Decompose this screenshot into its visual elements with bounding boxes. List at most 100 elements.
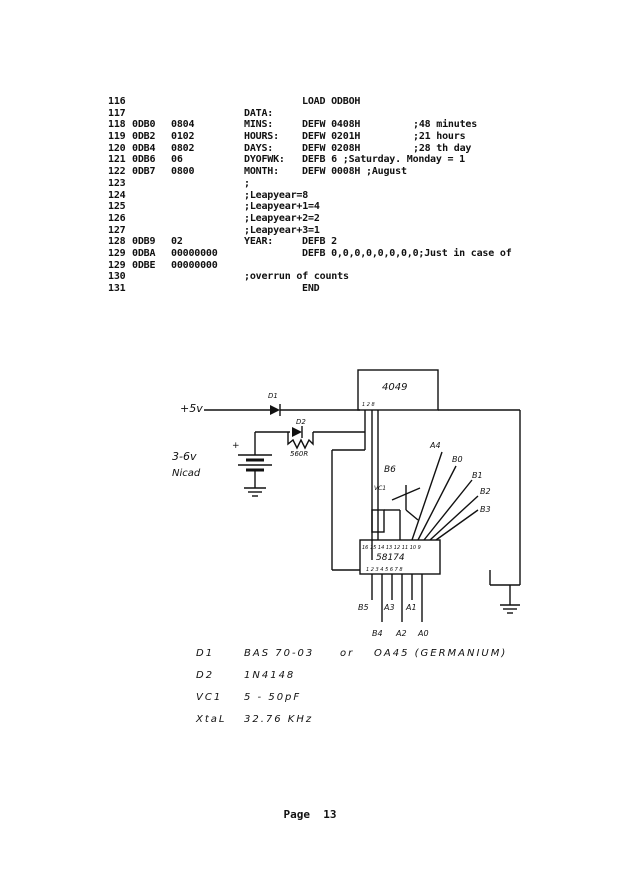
line-number: 122: [108, 166, 126, 178]
instruction: DEFB 6 ;Saturday. Monday = 1: [302, 154, 465, 166]
label: YEAR:: [244, 236, 274, 248]
line-number: 116: [108, 96, 126, 107]
part-alt-or: or: [340, 648, 355, 659]
listing-row: 123;: [108, 178, 588, 190]
bus-label: B0: [452, 455, 463, 464]
hex-bytes: 0804: [171, 119, 195, 131]
line-number: 119: [108, 131, 126, 143]
line-number: 129: [108, 247, 126, 259]
line-number: 126: [108, 212, 126, 224]
ic-58174-lower-pins: 1 2 3 4 5 6 7 8: [366, 567, 403, 573]
diode-d1: [270, 405, 280, 415]
line-number: 117: [108, 107, 126, 119]
line-number: 118: [108, 119, 126, 131]
instruction: LOAD ODBOH: [302, 96, 361, 107]
hex-bytes: 0802: [171, 142, 195, 154]
line-number: 130: [108, 271, 126, 283]
address: 0DB9: [132, 236, 156, 248]
battery-plus-label: +: [232, 441, 240, 451]
bus-line-a4: [411, 451, 443, 541]
label: DYOFWK:: [244, 154, 285, 166]
resistor-560r: [287, 432, 314, 450]
part-value: BAS 70-03: [244, 648, 315, 659]
line-number: 131: [108, 283, 126, 294]
instruction: DEFW 0008H ;August: [302, 166, 407, 178]
label: MONTH:: [244, 166, 279, 178]
ic-4049-pins: 1 2 8: [362, 402, 375, 408]
part-ref: VC1: [196, 692, 223, 703]
label: DATA:: [244, 107, 274, 119]
ic-58174-label: 58174: [376, 553, 405, 563]
bus-label: B5: [358, 603, 369, 612]
line-number: 127: [108, 224, 126, 236]
listing-row: 127 ;Leapyear+3=1: [108, 225, 588, 237]
d1-label: D1: [268, 392, 278, 400]
chip-wire: [405, 509, 419, 521]
address: 0DB2: [132, 131, 156, 143]
bus-label: B1: [472, 471, 483, 480]
label: ;Leapyear=8: [244, 189, 309, 201]
instruction: DEFW 0408H: [302, 119, 361, 131]
instruction: DEFB 0,0,0,0,0,0,0,0;Just in case of: [302, 247, 512, 259]
vc1-label: VC1: [374, 485, 386, 492]
instruction: DEFW 0208H: [302, 142, 361, 154]
hex-bytes: 00000000: [171, 247, 218, 259]
part-value: 1N4148: [244, 670, 296, 681]
hex-bytes: 06: [171, 154, 183, 166]
listing-row: 130 ;overrun of counts: [108, 271, 588, 283]
hex-bytes: 00000000: [171, 259, 218, 271]
line-number: 125: [108, 201, 126, 213]
label: ;overrun of counts: [244, 271, 349, 283]
comment: ;48 minutes: [413, 119, 478, 131]
d2-label: D2: [296, 418, 306, 426]
ic-4049-label: 4049: [382, 382, 407, 393]
address: 0DB7: [132, 166, 156, 178]
bus-line-b3: [435, 509, 479, 541]
label: HOURS:: [244, 131, 279, 143]
line-number: 120: [108, 142, 126, 154]
hex-bytes: 0800: [171, 166, 195, 178]
bus-line-b1: [423, 479, 473, 541]
ic-4049: [357, 369, 439, 411]
bus-label: A3: [383, 603, 395, 612]
listing-row: 131 END: [108, 283, 588, 295]
listing-row: 124 ;Leapyear=8: [108, 190, 588, 202]
bus-label: A0: [417, 629, 429, 638]
page-label: Page: [283, 808, 311, 821]
line-number: 121: [108, 154, 126, 166]
bus-line-b0: [417, 465, 457, 541]
battery-type-label: Nicad: [172, 468, 201, 479]
instruction: END: [302, 283, 320, 294]
bus-label: A1: [405, 603, 417, 612]
part-ref: XtaL: [196, 714, 227, 725]
resistor-label: 560R: [290, 450, 308, 458]
hex-bytes: 0102: [171, 131, 195, 143]
part-alt-value: OA45 (GERMANIUM): [374, 648, 508, 659]
line-number: 124: [108, 189, 126, 201]
label: ;Leapyear+1=4: [244, 201, 320, 213]
listing-row: 116 LOAD ODBOH: [108, 96, 588, 108]
comment: ;21 hours: [413, 131, 466, 143]
address: 0DB0: [132, 119, 156, 131]
diode-d2: [292, 427, 302, 437]
label: ;Leapyear+2=2: [244, 212, 320, 224]
bus-label: A4: [429, 441, 441, 450]
part-ref: D2: [196, 670, 215, 681]
page-footer: Page 13: [0, 808, 620, 821]
listing-row: 126 ;Leapyear+2=2: [108, 213, 588, 225]
line-number: 129: [108, 259, 126, 271]
instruction: DEFB 2: [302, 236, 337, 248]
label: ;Leapyear+3=1: [244, 224, 320, 236]
line-number: 123: [108, 177, 126, 189]
listing-row: 129 0DBA 00000000 DEFB 0,0,0,0,0,0,0,0;Just…: [108, 248, 588, 260]
listing-row: 117 DATA:: [108, 108, 588, 120]
supply-label: +5v: [180, 402, 203, 415]
label: DAYS:: [244, 142, 274, 154]
bus-label: B3: [480, 505, 491, 514]
part-value: 32.76 KHz: [244, 714, 314, 725]
address: 0DBA: [132, 247, 156, 259]
